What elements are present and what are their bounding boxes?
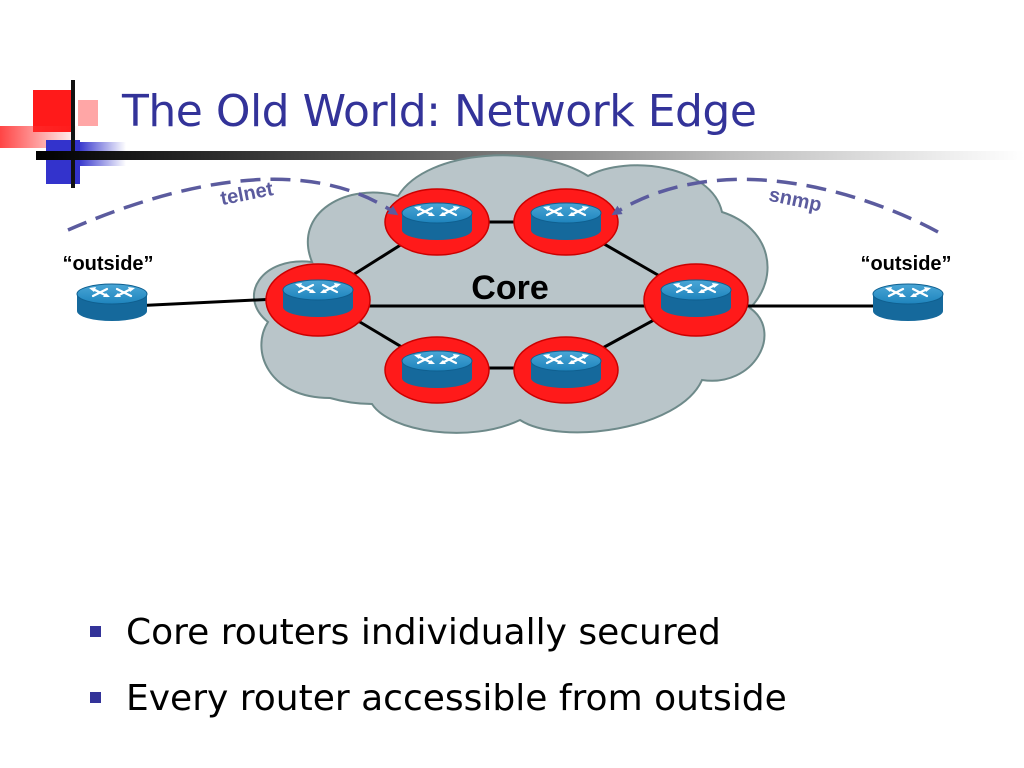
router-icon-outside-right [871, 282, 945, 323]
bullet-item: Every router accessible from outside [86, 666, 787, 732]
title-underline [36, 151, 1024, 160]
router-icon-core-bottomright [529, 349, 603, 390]
core-label: Core [471, 269, 548, 307]
router-icon-core-bottomleft [400, 349, 474, 390]
bullet-square-icon [90, 626, 101, 637]
telnet-access-arc [67, 177, 399, 232]
bullet-square-icon [90, 692, 101, 703]
bullet-text: Core routers individually secured [126, 612, 721, 653]
logo-red-small [78, 100, 98, 126]
router-icon-core-left [281, 278, 355, 319]
logo-red-square [33, 90, 71, 132]
logo-vertical-line [71, 80, 75, 188]
router-icon-core-right [659, 278, 733, 319]
snmp-access-arc [611, 177, 939, 234]
outside-left-label: “outside” [62, 253, 153, 275]
router-icon-outside-left [75, 282, 149, 323]
core-cloud [253, 154, 769, 434]
slide-title: The Old World: Network Edge [122, 86, 757, 137]
outside-right-label: “outside” [860, 253, 951, 275]
bullet-text: Every router accessible from outside [126, 678, 787, 719]
network-diagram: telnet snmp “outside” “outside” Core [62, 154, 952, 434]
router-icon-core-topleft [400, 201, 474, 242]
router-icon-core-topright [529, 201, 603, 242]
bullet-list: Core routers individually secured Every … [86, 600, 787, 732]
bullet-item: Core routers individually secured [86, 600, 787, 666]
slide-logo-decoration [0, 80, 126, 188]
